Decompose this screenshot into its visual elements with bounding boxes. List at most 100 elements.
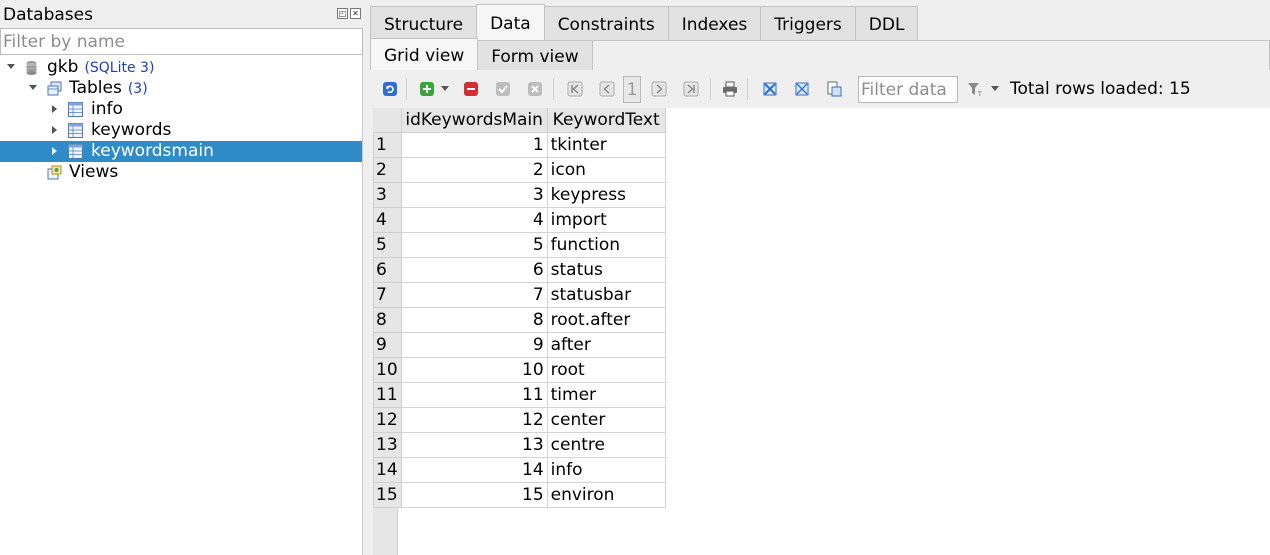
filter-icon[interactable]: T [967, 81, 983, 97]
cell-idkeywordsmain[interactable]: 12 [400, 406, 548, 433]
tab-grid-view[interactable]: Grid view [370, 38, 479, 70]
corner-header[interactable] [373, 108, 402, 133]
cell-keywordtext[interactable]: root [546, 356, 666, 383]
collapsed-arrow-icon[interactable] [52, 147, 57, 155]
cell-idkeywordsmain[interactable]: 8 [400, 306, 548, 333]
column-header-idkeywordsmain[interactable]: idKeywordsMain [401, 108, 548, 133]
cell-keywordtext[interactable]: center [546, 406, 666, 433]
cell-idkeywordsmain[interactable]: 5 [400, 231, 548, 258]
refresh-icon[interactable] [382, 81, 398, 97]
first-page-icon[interactable] [567, 81, 583, 97]
row-number[interactable]: 8 [373, 306, 402, 333]
next-page-icon[interactable] [651, 81, 667, 97]
cell-idkeywordsmain[interactable]: 4 [400, 206, 548, 233]
add-row-icon[interactable] [419, 81, 435, 97]
cell-keywordtext[interactable]: environ [546, 481, 666, 508]
tab-indexes[interactable]: Indexes [667, 6, 762, 40]
row-number[interactable]: 11 [373, 381, 402, 408]
filter-data-input[interactable] [858, 76, 958, 103]
cell-idkeywordsmain[interactable]: 1 [400, 131, 548, 158]
tab-data[interactable]: Data [476, 4, 545, 40]
tree-item-table-keywords[interactable]: keywords [0, 120, 362, 141]
cell-idkeywordsmain[interactable]: 14 [400, 456, 548, 483]
cell-keywordtext[interactable]: keypress [546, 181, 666, 208]
cell-keywordtext[interactable]: timer [546, 381, 666, 408]
close-panel-icon[interactable]: ✕ [350, 8, 361, 19]
tab-ddl[interactable]: DDL [854, 6, 919, 40]
populate-icon[interactable] [826, 81, 842, 97]
column-header-keywordtext[interactable]: KeywordText [547, 108, 666, 133]
cell-keywordtext[interactable]: tkinter [546, 131, 666, 158]
export-icon[interactable] [762, 81, 778, 97]
tree-item-views[interactable]: Views [0, 162, 362, 183]
cell-idkeywordsmain[interactable]: 10 [400, 356, 548, 383]
chevron-down-icon[interactable] [990, 86, 1000, 92]
row-number[interactable]: 15 [373, 481, 402, 508]
row-number[interactable]: 12 [373, 406, 402, 433]
cell-keywordtext[interactable]: icon [546, 156, 666, 183]
cell-keywordtext[interactable]: status [546, 256, 666, 283]
row-number[interactable]: 9 [373, 331, 402, 358]
tab-form-view[interactable]: Form view [477, 40, 593, 70]
print-icon[interactable] [722, 81, 738, 97]
collapsed-arrow-icon[interactable] [52, 126, 57, 134]
cell-idkeywordsmain[interactable]: 3 [400, 181, 548, 208]
chevron-down-icon[interactable] [440, 86, 450, 92]
cell-keywordtext[interactable]: after [546, 331, 666, 358]
row-number[interactable]: 13 [373, 431, 402, 458]
row-number[interactable]: 6 [373, 256, 402, 283]
row-number[interactable]: 1 [373, 131, 402, 158]
row-number[interactable]: 2 [373, 156, 402, 183]
cell-idkeywordsmain[interactable]: 9 [400, 331, 548, 358]
cell-keywordtext[interactable]: centre [546, 431, 666, 458]
rollback-icon[interactable] [527, 81, 543, 97]
tree-item-table-keywordsmain[interactable]: keywordsmain [0, 141, 362, 162]
row-number[interactable]: 10 [373, 356, 402, 383]
expand-arrow-icon[interactable] [7, 64, 15, 69]
filter-by-name-input[interactable] [0, 28, 363, 55]
import-icon[interactable] [794, 81, 810, 97]
previous-page-icon[interactable] [599, 81, 615, 97]
tab-constraints[interactable]: Constraints [543, 6, 669, 40]
cell-keywordtext[interactable]: import [546, 206, 666, 233]
cell-idkeywordsmain[interactable]: 7 [400, 281, 548, 308]
tree-item-table-info[interactable]: info [0, 99, 362, 120]
cell-keywordtext[interactable]: info [546, 456, 666, 483]
delete-row-icon[interactable] [463, 81, 479, 97]
tab-triggers[interactable]: Triggers [760, 6, 856, 40]
tree-item-database[interactable]: gkb(SQLite 3) [0, 57, 362, 78]
expand-arrow-icon[interactable] [29, 85, 37, 90]
tree-item-tables[interactable]: Tables(3) [0, 78, 362, 99]
cell-keywordtext[interactable]: function [546, 231, 666, 258]
cell-idkeywordsmain[interactable]: 13 [400, 431, 548, 458]
float-panel-icon[interactable]: ◰ [337, 8, 348, 19]
commit-icon[interactable] [495, 81, 511, 97]
row-number[interactable]: 14 [373, 456, 402, 483]
row-number[interactable]: 4 [373, 206, 402, 233]
page-number[interactable]: 1 [623, 76, 641, 103]
row-number[interactable]: 3 [373, 181, 402, 208]
collapsed-arrow-icon[interactable] [52, 105, 57, 113]
cell-idkeywordsmain[interactable]: 15 [400, 481, 548, 508]
row-number[interactable]: 7 [373, 281, 402, 308]
cell-keywordtext[interactable]: statusbar [546, 281, 666, 308]
cell-idkeywordsmain[interactable]: 2 [400, 156, 548, 183]
cell-keywordtext[interactable]: root.after [546, 306, 666, 333]
last-page-icon[interactable] [683, 81, 699, 97]
